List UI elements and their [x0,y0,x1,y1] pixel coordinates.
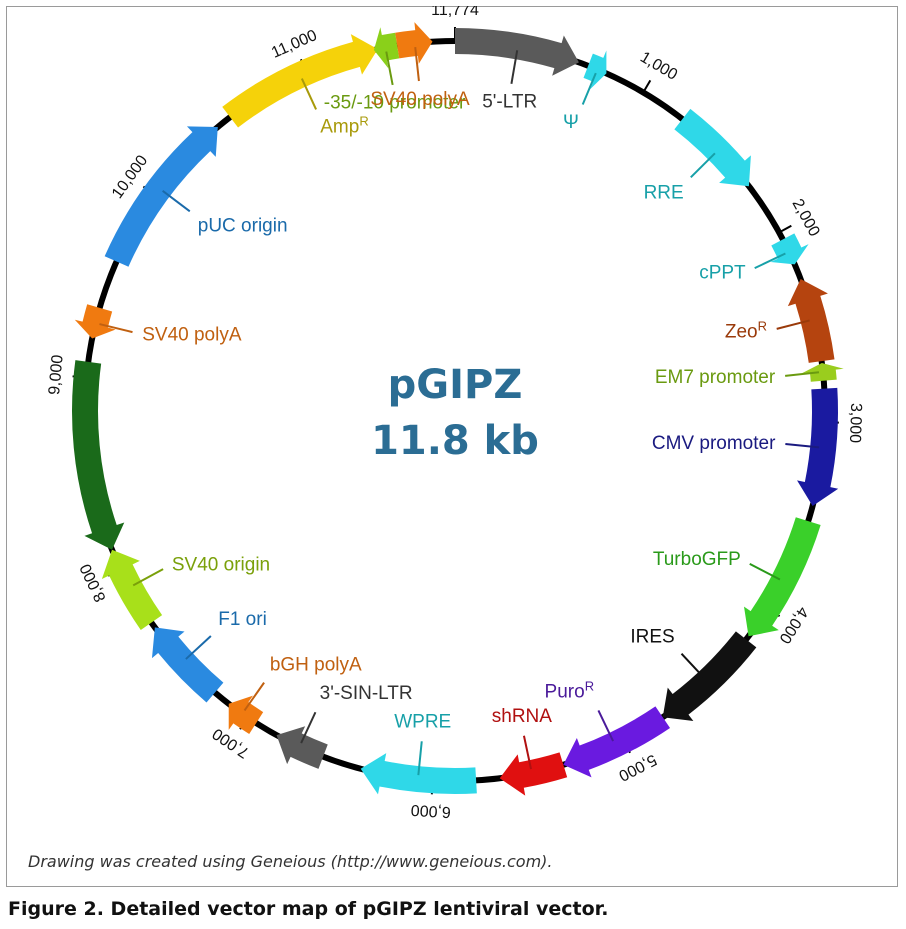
feature-arrow-amp [222,34,378,128]
tick-label: 9,000 [46,354,67,396]
feature-label-sv40-polya: SV40 polyA [142,324,242,345]
feature-arrow-35-10-promoter [373,27,400,69]
feature-arrow-cppt [770,233,809,265]
leader-line [185,635,212,660]
feature-arrow-shrna [499,752,568,796]
plasmid-size: 11.8 kb [371,418,539,464]
tick-layer: 11,7741,0002,0003,0004,0005,0006,0007,00… [46,6,864,820]
tick-label: 2,000 [788,196,822,239]
feature-arrow- [583,50,607,90]
leader-line [300,78,317,110]
feature-arrow-puro [563,706,671,778]
feature-label-puc-origin: pUC origin [198,215,288,236]
feature-label-3-sin-ltr: 3'-SIN-LTR [320,683,413,704]
leader-line [522,735,532,770]
leader-line [99,323,133,334]
feature-label-sup: R [758,318,767,333]
feature-label-sup: R [359,113,368,128]
feature-label-cmv-promoter: CMV promoter [652,433,776,454]
tick-label: 1,000 [637,49,680,84]
leader-line [510,50,519,84]
leader-line [132,568,164,587]
feature-label-puro: PuroR [545,678,595,703]
tick-label: 3,000 [846,403,864,444]
feature-arrow-ires [662,631,757,721]
feature-label-ires: IRES [630,626,674,647]
feature-label-sup: R [585,678,594,693]
leader-line [162,190,191,213]
leader-line [754,252,786,270]
feature-label-cppt: cPPT [699,262,746,283]
feature-arrow-sv40-origin [101,549,163,630]
tick-label: 5,000 [616,751,659,784]
leader-line [300,711,317,744]
feature-label-35-10-promoter: -35/-10 promoter [324,93,466,114]
feature-layer [72,22,844,796]
plasmid-map: 11,7741,0002,0003,0004,0005,0006,0007,00… [46,6,864,820]
feature-label-shrna: shRNA [492,706,553,727]
drawing-credit: Drawing was created using Geneious (http… [28,852,553,871]
leader-line [385,51,394,86]
feature-arrow-f1-ori [151,627,224,703]
feature-arrow-3-sin-ltr [276,726,328,769]
feature-label-: Ψ [563,112,579,133]
feature-arrow-bgh-polya [228,695,264,735]
leader-line [417,741,423,776]
leader-line [776,319,810,330]
tick-label: 11,774 [431,6,479,19]
feature-label-em7-promoter: EM7 promoter [655,367,776,388]
feature-label-turbogfp: TurboGFP [653,549,741,570]
leader-line [680,653,706,680]
leader-line [690,152,716,178]
feature-label-wpre: WPRE [394,711,451,732]
feature-arrow-zeo [787,279,835,363]
figure-frame [6,6,898,887]
feature-arrow-em7-promoter [801,363,844,382]
tick-mark [643,79,652,92]
leader-line [243,682,265,712]
tick-label: 8,000 [77,561,110,605]
feature-arrow-sv40-polya [395,22,433,64]
leader-line [785,442,820,449]
leader-line [785,371,820,377]
feature-label-rre: RRE [644,182,684,203]
feature-arrow-turbogfp [744,517,821,637]
feature-arrow-gene [72,360,125,550]
feature-label-amp: AmpR [320,113,368,138]
leader-line [414,47,420,82]
feature-label-sv40-origin: SV40 origin [172,554,270,575]
feature-label-sv40-polya: SV40 polyA [370,89,470,110]
figure-caption: Figure 2. Detailed vector map of pGIPZ l… [8,898,609,920]
feature-arrow-rre [674,108,751,187]
leader-line [597,709,614,742]
feature-label-f1-ori: F1 ori [218,609,267,630]
plasmid-name: pGIPZ [388,362,523,408]
leader-line [749,562,781,581]
tick-mark [780,224,792,233]
tick-label: 6,000 [410,801,451,820]
feature-label-zeo: ZeoR [725,318,767,343]
feature-label-bgh-polya: bGH polyA [270,654,362,675]
feature-arrow-puc-origin [104,126,218,267]
leader-line [581,72,597,105]
feature-arrow-sv40-polya [74,304,116,339]
feature-label-5-ltr: 5'-LTR [482,92,537,113]
